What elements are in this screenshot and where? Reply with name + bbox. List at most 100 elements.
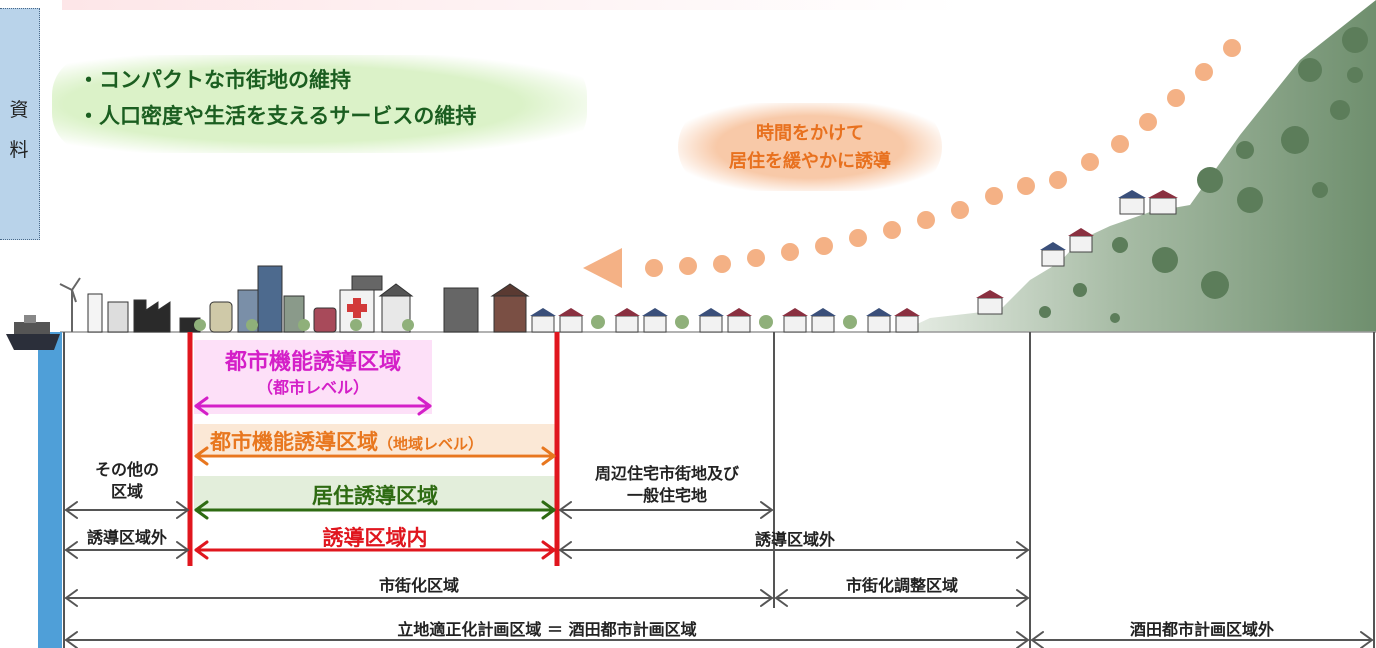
bubble-line: 時間をかけて	[756, 123, 864, 144]
bubble-line: 居住を緩やかに誘導	[729, 151, 891, 172]
urbanization-label: 市街化区域	[378, 576, 459, 595]
outside-plan-label: 酒田都市計画区域外	[1129, 620, 1274, 639]
ship-cargo	[14, 322, 50, 334]
house-icon	[783, 315, 807, 333]
tree-icon	[591, 315, 605, 329]
city-buildings	[59, 265, 530, 333]
hill-houses	[976, 190, 1178, 315]
range-arrow	[65, 631, 1029, 648]
residential-band	[194, 476, 556, 510]
skyscraper-icon	[257, 265, 283, 333]
house-icon	[727, 315, 751, 333]
house-icon	[615, 315, 639, 333]
tree-icon	[759, 315, 773, 329]
outside-right-label: 誘導区域外	[754, 530, 835, 549]
dot-mark	[883, 221, 901, 239]
tree-icon	[298, 319, 310, 331]
ship-icon	[6, 334, 60, 350]
house-icon	[559, 315, 583, 333]
house-icon	[867, 315, 891, 333]
city-level-title: 都市機能誘導区域	[224, 350, 401, 375]
house-icon	[811, 315, 835, 333]
house-icon	[699, 315, 723, 333]
range-arrows	[65, 396, 1373, 648]
range-arrow	[65, 589, 773, 607]
dot-mark	[985, 187, 1003, 205]
dot-mark	[1167, 89, 1185, 107]
lighthouse-icon	[87, 293, 103, 333]
range-arrow	[1031, 631, 1373, 648]
dot-mark	[679, 257, 697, 275]
dot-mark	[645, 259, 663, 277]
dot-mark	[1111, 135, 1129, 153]
hill-trees	[1039, 27, 1368, 323]
tree-icon	[246, 319, 258, 331]
dot-mark	[917, 211, 935, 229]
goal-item: ・人口密度や生活を支えるサービスの維持	[78, 104, 477, 128]
range-arrow	[65, 541, 189, 559]
guidance-bubble: 時間をかけて 居住を緩やかに誘導	[678, 103, 942, 191]
house-roof	[866, 308, 892, 316]
house-roof	[642, 308, 668, 316]
other-area-line: その他の	[94, 460, 159, 479]
plan-area-label: 立地適正化計画区域 ＝ 酒田都市計画区域	[397, 620, 697, 639]
dotted-arrow	[645, 39, 1241, 277]
dot-mark	[1017, 177, 1035, 195]
tree-icon	[843, 315, 857, 329]
goal-item: ・コンパクトな市街地の維持	[78, 68, 351, 92]
residential-title: 居住誘導区域	[312, 484, 438, 508]
dot-mark	[1195, 63, 1213, 81]
town-row	[194, 308, 920, 333]
outside-left-label: 誘導区域外	[86, 528, 167, 547]
dot-mark	[1223, 39, 1241, 57]
tree-icon	[675, 315, 689, 329]
range-arrow	[194, 500, 556, 520]
house-icon	[895, 315, 919, 333]
house-roof	[726, 308, 752, 316]
range-arrow	[194, 446, 556, 466]
suburban-line: 一般住宅地	[626, 486, 707, 505]
side-tab: 資 料	[0, 8, 40, 240]
range-arrow	[65, 501, 189, 519]
dot-mark	[951, 201, 969, 219]
dot-mark	[1139, 113, 1157, 131]
suburban-line: 周辺住宅市街地及び	[594, 464, 739, 483]
urbanization-control-label: 市街化調整区域	[845, 576, 958, 595]
zone-borders	[63, 332, 1375, 648]
house-roof	[614, 308, 640, 316]
city-level-sub: （都市レベル）	[256, 378, 369, 397]
tree-icon	[402, 319, 414, 331]
dot-mark	[1081, 153, 1099, 171]
dot-mark	[1049, 171, 1067, 189]
range-arrow	[559, 501, 773, 519]
house-roof	[810, 308, 836, 316]
range-arrow	[559, 541, 1029, 559]
range-arrow	[775, 589, 1029, 607]
tree-icon	[350, 319, 362, 331]
bus-icon	[313, 307, 337, 333]
dot-mark	[849, 229, 867, 247]
house-icon	[643, 315, 667, 333]
area-level-band	[194, 424, 556, 454]
area-level-title: 都市機能誘導区域（地域レベル）	[210, 430, 484, 454]
house-roof	[530, 308, 556, 316]
range-arrow	[194, 540, 556, 560]
city-level-band	[194, 340, 432, 414]
house-roof	[698, 308, 724, 316]
tree-icon	[194, 319, 206, 331]
top-band	[62, 0, 962, 10]
side-tab-char: 料	[9, 139, 29, 161]
house-icon	[531, 315, 555, 333]
dot-mark	[815, 237, 833, 255]
house-roof	[782, 308, 808, 316]
sea	[38, 332, 62, 648]
inner-title: 誘導区域内	[322, 526, 428, 550]
train-icon	[209, 301, 233, 333]
dotted-arrow-head	[583, 248, 622, 288]
goals-box	[52, 55, 587, 153]
hill	[900, 0, 1376, 332]
house-roof	[558, 308, 584, 316]
other-area-line: 区域	[110, 482, 143, 501]
dot-mark	[713, 255, 731, 273]
